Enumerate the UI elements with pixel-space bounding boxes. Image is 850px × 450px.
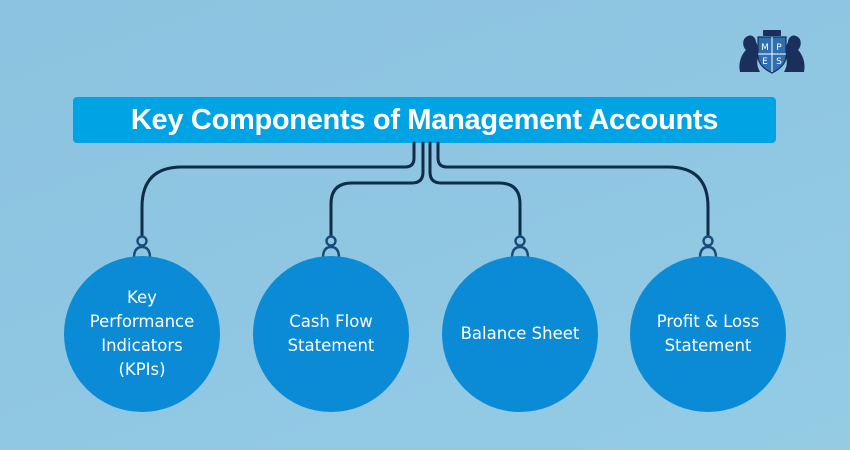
diagram-title: Key Components of Management Accounts bbox=[130, 103, 719, 136]
node-label: Cash Flow Statement bbox=[287, 312, 375, 355]
svg-text:E: E bbox=[762, 57, 768, 67]
hook-icon bbox=[321, 235, 341, 259]
connector-cash-flow bbox=[329, 141, 425, 238]
hook-icon bbox=[510, 235, 530, 259]
node-cash-flow-statement: Cash Flow Statement bbox=[253, 256, 409, 412]
svg-text:S: S bbox=[776, 57, 782, 67]
title-banner: Key Components of Management Accounts bbox=[73, 97, 776, 143]
hook-icon bbox=[132, 235, 152, 259]
lion-crest-shield-icon: M P E S bbox=[739, 30, 805, 74]
node-profit-loss-statement: Profit & Loss Statement bbox=[630, 256, 786, 412]
connector-profit-loss bbox=[436, 141, 710, 238]
connector-balance-sheet bbox=[428, 141, 522, 238]
mpes-logo: M P E S bbox=[736, 28, 808, 74]
node-kpis: Key Performance Indicators (KPIs) bbox=[64, 256, 220, 412]
node-label: Profit & Loss Statement bbox=[656, 312, 760, 355]
hook-icon bbox=[698, 235, 718, 259]
node-balance-sheet: Balance Sheet bbox=[442, 256, 598, 412]
connector-kpi bbox=[140, 141, 416, 238]
svg-text:M: M bbox=[761, 43, 769, 53]
svg-text:P: P bbox=[776, 43, 782, 53]
node-label: Balance Sheet bbox=[460, 324, 580, 343]
node-label: Key Performance Indicators (KPIs) bbox=[89, 288, 195, 379]
